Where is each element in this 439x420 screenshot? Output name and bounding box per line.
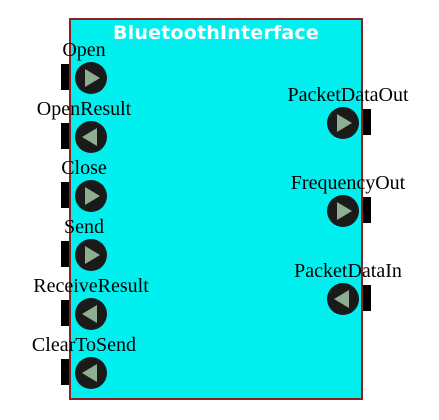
port-label-clear-to-send: ClearToSend — [31, 334, 137, 356]
port-stub-close — [61, 182, 69, 208]
port-stub-clear-to-send — [61, 359, 69, 385]
port-label-close: Close — [61, 157, 107, 179]
port-stub-send — [61, 241, 69, 267]
play-left-icon — [82, 364, 97, 382]
block-title: BluetoothInterface — [113, 22, 319, 44]
play-right-icon — [85, 69, 100, 87]
play-right-icon — [337, 202, 352, 220]
port-label-open-result: OpenResult — [36, 98, 132, 120]
port-button-open-result[interactable] — [75, 121, 107, 153]
play-left-icon — [334, 290, 349, 308]
port-stub-packet-data-in — [363, 285, 371, 311]
port-stub-packet-data-out — [363, 109, 371, 135]
port-button-packet-data-out[interactable] — [327, 107, 359, 139]
port-stub-open-result — [61, 123, 69, 149]
port-button-frequency-out[interactable] — [327, 195, 359, 227]
port-label-packet-data-out: PacketDataOut — [287, 84, 409, 106]
port-label-packet-data-in: PacketDataIn — [294, 260, 402, 282]
port-button-clear-to-send[interactable] — [75, 357, 107, 389]
port-label-receive-result: ReceiveResult — [33, 275, 149, 297]
port-stub-frequency-out — [363, 197, 371, 223]
port-label-frequency-out: FrequencyOut — [290, 172, 406, 194]
port-label-send: Send — [64, 216, 104, 238]
port-button-send[interactable] — [75, 239, 107, 271]
port-button-receive-result[interactable] — [75, 298, 107, 330]
port-button-close[interactable] — [75, 180, 107, 212]
port-button-packet-data-in[interactable] — [327, 283, 359, 315]
port-button-open[interactable] — [75, 62, 107, 94]
play-right-icon — [337, 114, 352, 132]
play-left-icon — [82, 305, 97, 323]
play-right-icon — [85, 187, 100, 205]
port-stub-receive-result — [61, 300, 69, 326]
bluetooth-interface-block[interactable] — [69, 18, 363, 400]
port-stub-open — [61, 64, 69, 90]
play-left-icon — [82, 128, 97, 146]
port-label-open: Open — [62, 39, 106, 61]
play-right-icon — [85, 246, 100, 264]
